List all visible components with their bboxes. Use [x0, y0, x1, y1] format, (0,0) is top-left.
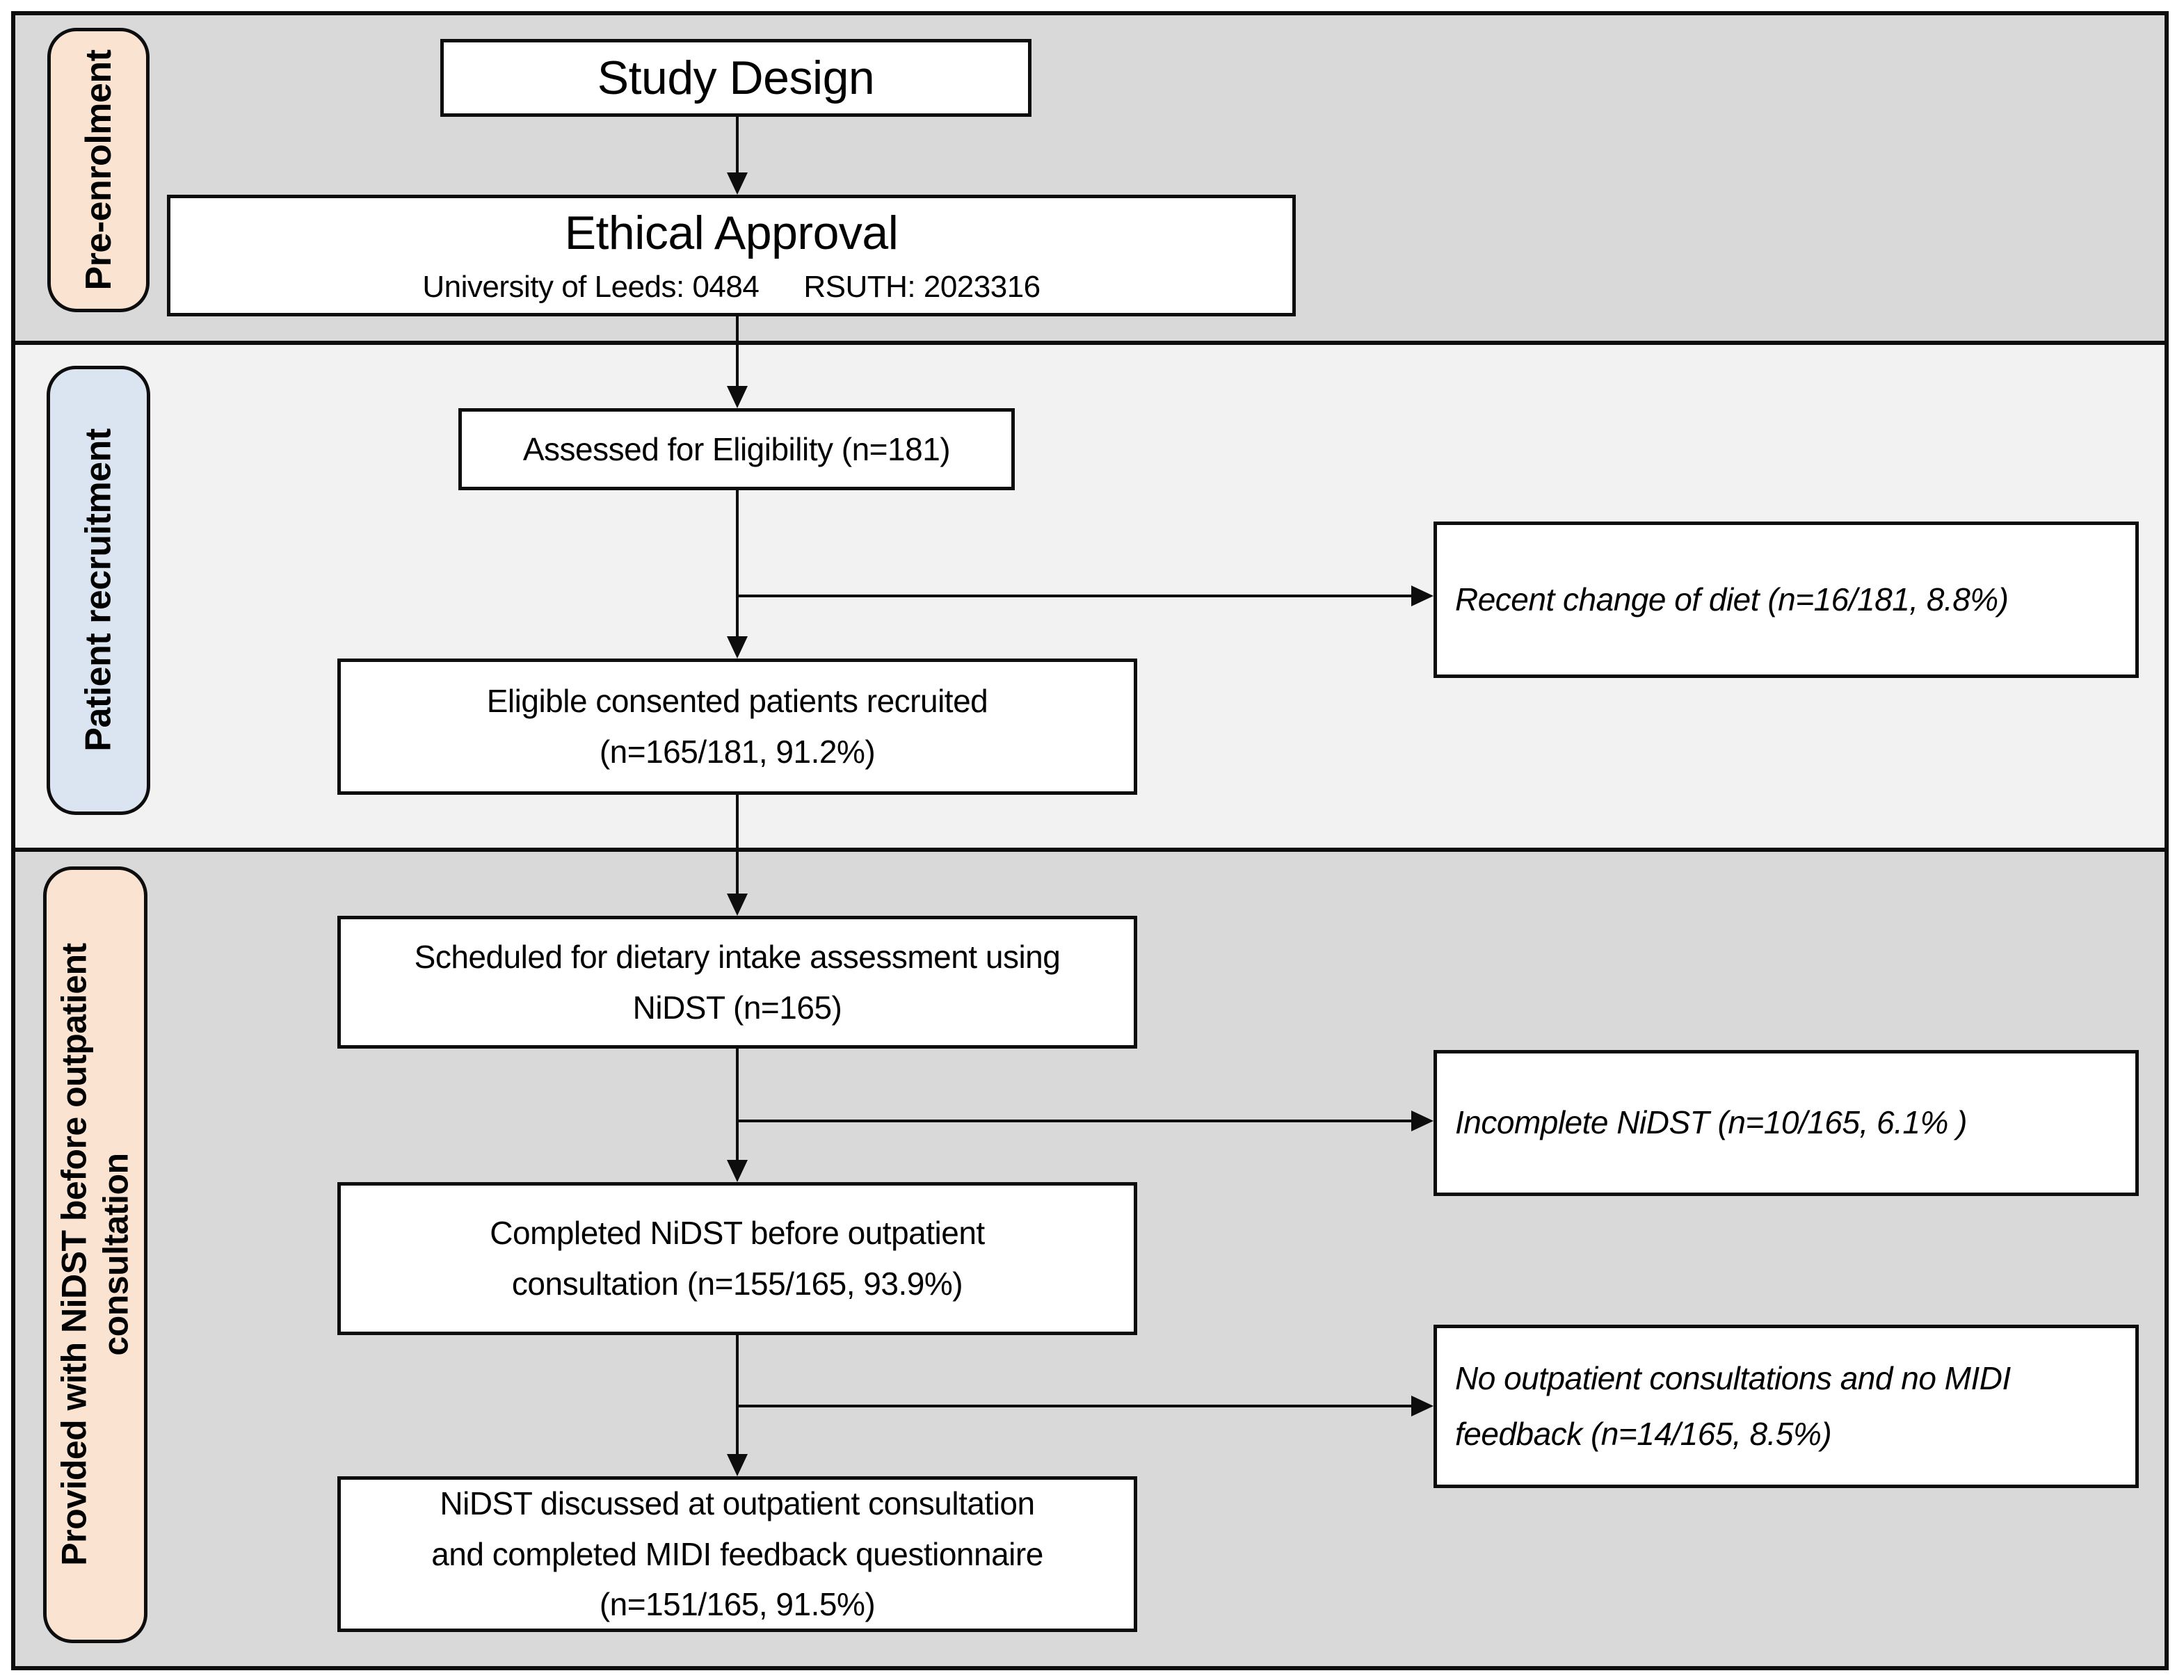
approval-rsuth: RSUTH: 2023316 [803, 270, 1041, 305]
box-nidst-discussed: NiDST discussed at outpatient consultati… [337, 1476, 1137, 1632]
box-completed-nidst: Completed NiDST before outpatient consul… [337, 1182, 1137, 1335]
box-title: Ethical Approval [564, 207, 899, 260]
arrowhead-down-icon [727, 172, 748, 195]
arrow-ethical-to-assessed [736, 316, 739, 387]
arrowhead-down-icon [727, 1160, 748, 1182]
section-label-patient-recruitment: Patient recruitment [47, 366, 150, 815]
arrow-eligible-to-scheduled [736, 795, 739, 895]
section-label-text: Patient recruitment [78, 428, 118, 752]
box-excluded-incomplete-nidst: Incomplete NiDST (n=10/165, 6.1% ) [1434, 1050, 2139, 1196]
arrow-assessed-to-eligible [736, 490, 739, 638]
arrowhead-down-icon [727, 1454, 748, 1476]
box-eligible-consented: Eligible consented patients recruited (n… [337, 659, 1137, 795]
box-ethical-approval: Ethical Approval University of Leeds: 04… [167, 195, 1296, 316]
approval-leeds: University of Leeds: 0484 [422, 270, 760, 305]
branch-to-no-outpatient [736, 1405, 1411, 1407]
section-divider-1 [15, 341, 2165, 345]
arrow-study-to-ethical [736, 117, 739, 174]
study-flow-diagram: Pre-enrolment Patient recruitment Provid… [11, 11, 2169, 1670]
box-excluded-no-outpatient: No outpatient consultations and no MIDI … [1434, 1325, 2139, 1488]
arrowhead-down-icon [727, 894, 748, 916]
box-study-design: Study Design [440, 39, 1031, 117]
box-excluded-recent-diet: Recent change of diet (n=16/181, 8.8%) [1434, 522, 2139, 678]
arrowhead-down-icon [727, 386, 748, 408]
arrowhead-right-icon [1411, 1396, 1434, 1416]
box-title: Study Design [597, 51, 875, 104]
section-divider-2 [15, 848, 2165, 852]
arrowhead-right-icon [1411, 585, 1434, 606]
approval-numbers: University of Leeds: 0484 RSUTH: 2023316 [422, 267, 1041, 307]
arrow-scheduled-to-completed [736, 1049, 739, 1161]
section-label-text: Provided with NiDST before outpatient co… [54, 943, 136, 1566]
branch-to-incomplete-nidst [736, 1120, 1411, 1122]
section-label-provided-nidst: Provided with NiDST before outpatient co… [43, 866, 147, 1643]
branch-to-recent-diet [736, 595, 1411, 597]
section-label-pre-enrolment: Pre-enrolment [47, 28, 150, 312]
box-assessed-eligibility: Assessed for Eligibility (n=181) [458, 408, 1015, 490]
arrowhead-right-icon [1411, 1110, 1434, 1131]
arrow-completed-to-discussed [736, 1335, 739, 1455]
section-label-text: Pre-enrolment [78, 49, 119, 291]
arrowhead-down-icon [727, 636, 748, 659]
box-scheduled-nidst: Scheduled for dietary intake assessment … [337, 916, 1137, 1049]
